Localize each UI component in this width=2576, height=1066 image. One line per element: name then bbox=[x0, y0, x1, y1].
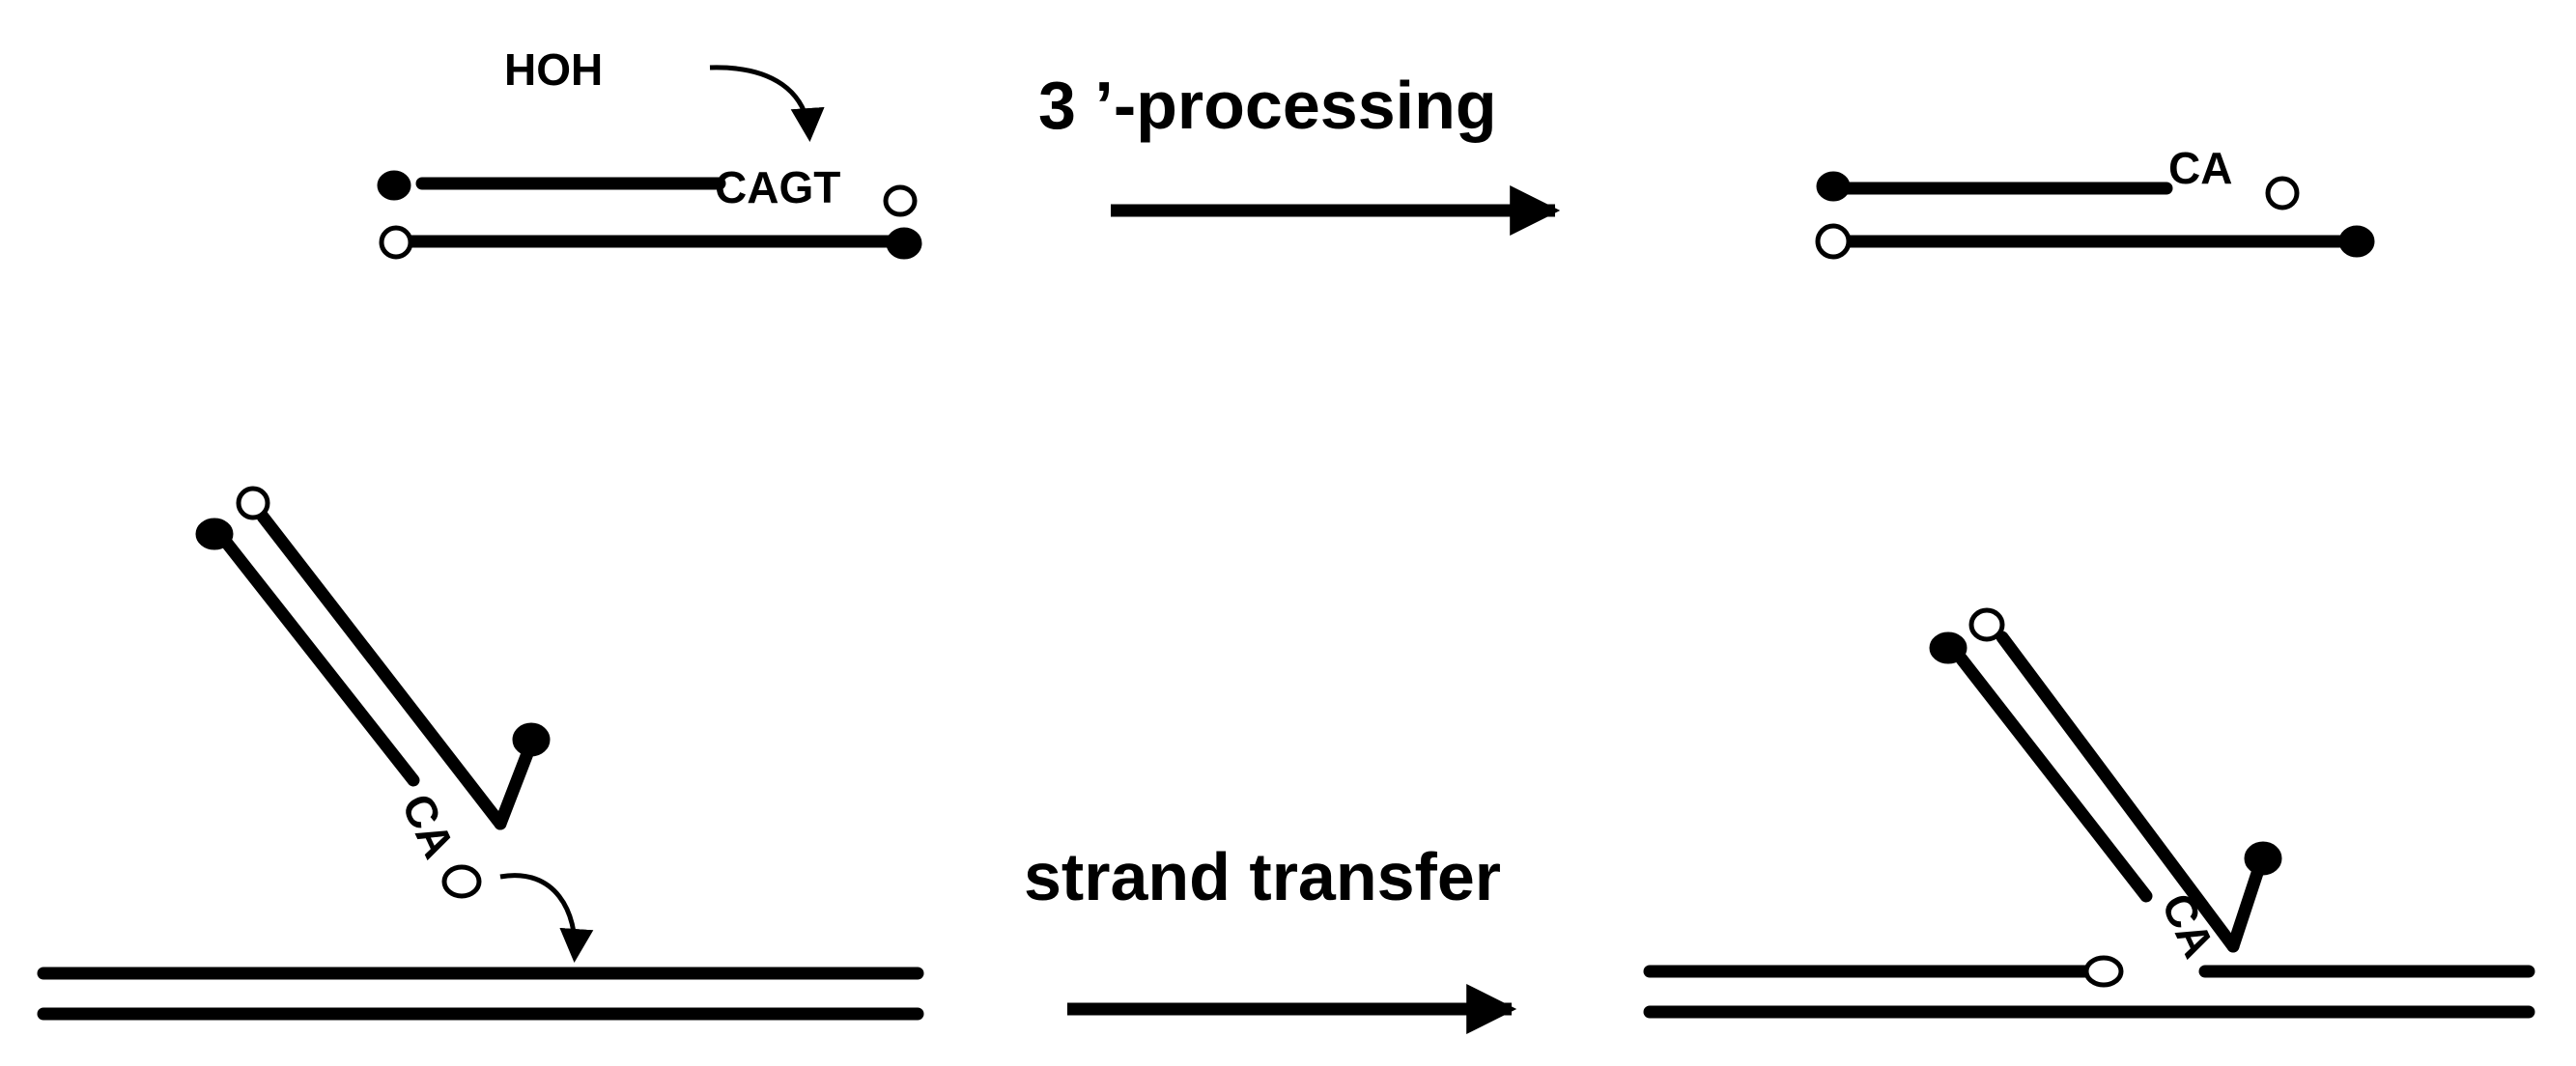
five-prime-end-dot bbox=[2244, 841, 2282, 876]
donor-strand-2 bbox=[256, 510, 507, 830]
hydrolysis-arrow bbox=[709, 65, 825, 142]
donor-dna-approaching: CA bbox=[37, 486, 924, 1021]
processing-label: 3 ’-processing bbox=[1038, 68, 1497, 143]
five-prime-end-dot bbox=[1816, 171, 1851, 202]
integration-product: CA bbox=[1643, 607, 2535, 1019]
five-prime-end-dot bbox=[195, 518, 234, 550]
processing-step: 3 ’-processing bbox=[1038, 68, 1561, 236]
strand-transfer-label: strand transfer bbox=[1024, 839, 1501, 914]
donor-flap bbox=[2226, 857, 2267, 953]
hoh-label: HOH bbox=[504, 44, 603, 95]
viral-dna-processed: CA bbox=[1815, 143, 2375, 260]
ca-end-label: CA bbox=[2168, 143, 2232, 193]
five-prime-end-dot bbox=[377, 170, 411, 201]
five-prime-end-dot bbox=[886, 227, 922, 260]
donor-strand-1 bbox=[218, 534, 420, 787]
three-prime-end-dot bbox=[1815, 223, 1852, 260]
transfer-step: strand transfer bbox=[1024, 839, 1517, 1034]
viral-dna-unprocessed: HOH CAGT bbox=[377, 44, 922, 260]
three-prime-end-dot bbox=[883, 184, 918, 217]
three-prime-end-dot bbox=[236, 486, 270, 520]
five-prime-end-dot bbox=[2338, 225, 2375, 258]
donor-strand-1 bbox=[1949, 645, 2153, 903]
cagt-end-label: CAGT bbox=[715, 162, 840, 212]
donor-strand-2 bbox=[1996, 631, 2240, 953]
donor-flap bbox=[494, 737, 538, 830]
five-prime-end-dot bbox=[1929, 631, 1967, 664]
three-prime-end-dot bbox=[1968, 607, 2005, 642]
three-prime-end-dot bbox=[441, 864, 482, 899]
ca-junction-label: CA bbox=[2152, 885, 2224, 965]
three-prime-end-dot bbox=[2265, 176, 2300, 210]
ca-end-label: CA bbox=[392, 786, 465, 865]
five-prime-end-dot bbox=[512, 722, 551, 757]
three-prime-end-dot bbox=[379, 225, 413, 260]
nucleophilic-attack-arrow bbox=[499, 873, 594, 963]
three-prime-end-dot bbox=[2083, 955, 2124, 988]
